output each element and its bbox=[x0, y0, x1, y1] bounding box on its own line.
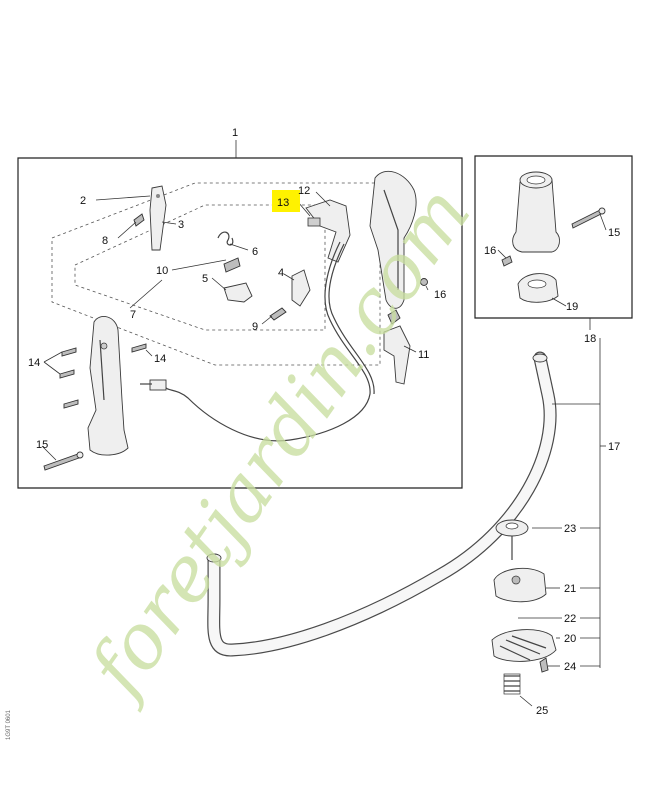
inner-plane-outline bbox=[74, 204, 326, 331]
callout-8: 8 bbox=[102, 235, 108, 247]
part-3-lever bbox=[149, 185, 167, 251]
callout-23: 23 bbox=[564, 523, 576, 535]
callout-10: 10 bbox=[156, 265, 168, 277]
watermark-text: foretjardin.com bbox=[69, 170, 487, 714]
callout-15-right: 15 bbox=[608, 227, 620, 239]
callout-2: 2 bbox=[80, 195, 86, 207]
callout-16-right: 16 bbox=[484, 245, 496, 257]
callout-17: 17 bbox=[608, 441, 620, 453]
callout-labels: 1 2 3 4 5 6 7 8 9 10 11 12 13 14 14 15 1… bbox=[28, 127, 620, 717]
callout-19: 19 bbox=[566, 301, 578, 313]
callout-15-left: 15 bbox=[36, 439, 48, 451]
part-23-knob bbox=[495, 519, 529, 560]
callout-20: 20 bbox=[564, 633, 576, 645]
part-5-block bbox=[223, 282, 253, 303]
part-21-clamp-top bbox=[493, 567, 547, 603]
part-15-screw-right bbox=[571, 207, 606, 229]
part-15-screw-left bbox=[43, 451, 84, 471]
part-12-13-bracket bbox=[305, 199, 351, 263]
sub-assembly-outline bbox=[51, 182, 381, 366]
part-9-screw bbox=[269, 307, 287, 321]
callout-12: 12 bbox=[298, 185, 310, 197]
grip-half-right bbox=[369, 170, 417, 309]
callout-22: 22 bbox=[564, 613, 576, 625]
callout-1: 1 bbox=[232, 127, 238, 139]
drawing-code: 1G9T 0601 bbox=[6, 709, 12, 740]
part-4-lever bbox=[291, 269, 311, 307]
callout-5: 5 bbox=[202, 273, 208, 285]
part-8-pin bbox=[133, 213, 145, 227]
callout-11: 11 bbox=[418, 349, 429, 361]
callout-4: 4 bbox=[278, 267, 284, 279]
part-16-nut bbox=[501, 255, 513, 267]
callout-25: 25 bbox=[536, 705, 548, 717]
part-20-clamp-bottom bbox=[491, 629, 557, 662]
callout-13: 13 bbox=[277, 197, 289, 209]
cable bbox=[163, 241, 371, 442]
loop-handle-tube bbox=[206, 351, 557, 657]
callout-24: 24 bbox=[564, 661, 576, 673]
part-16-screw bbox=[420, 278, 428, 286]
callout-7: 7 bbox=[130, 309, 136, 321]
callout-6: 6 bbox=[252, 246, 258, 258]
part-25-spring bbox=[503, 673, 521, 695]
part-24-screw bbox=[539, 657, 549, 673]
cable-connector bbox=[140, 379, 167, 391]
callout-14-left: 14 bbox=[28, 357, 40, 369]
highlight-13 bbox=[272, 190, 300, 212]
callout-14-mid: 14 bbox=[154, 353, 166, 365]
callout-16-main: 16 bbox=[434, 289, 446, 301]
assembly-box-18 bbox=[474, 155, 633, 330]
leader-lines bbox=[41, 191, 607, 707]
assembly-box-1 bbox=[17, 140, 463, 489]
callout-18: 18 bbox=[584, 333, 596, 345]
callout-21: 21 bbox=[564, 583, 576, 595]
part-6-spring bbox=[217, 231, 241, 273]
part-11-trigger bbox=[383, 309, 411, 385]
part-14-screws bbox=[59, 343, 147, 409]
grip-half-left bbox=[87, 316, 129, 456]
part-handle-grip bbox=[512, 171, 560, 253]
callout-9: 9 bbox=[252, 321, 258, 333]
watermark: foretjardin.com bbox=[69, 170, 487, 714]
part-19-clamp bbox=[517, 273, 559, 303]
callout-3: 3 bbox=[178, 219, 184, 231]
